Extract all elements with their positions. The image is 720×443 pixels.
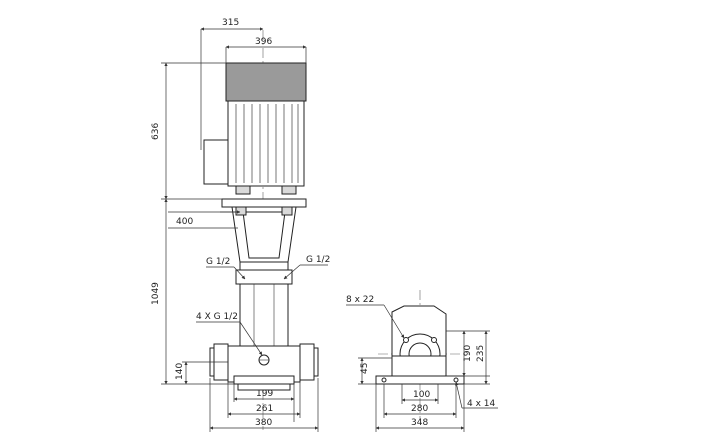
foot-hole-right <box>453 377 459 383</box>
front-view: 315 396 636 400 1049 140 G 1/2 G 1/2 <box>151 18 330 432</box>
dim-235: 235 <box>476 345 486 362</box>
side-base-plate <box>375 375 465 385</box>
dim-400: 400 <box>176 217 193 227</box>
pump-sleeve <box>239 283 289 347</box>
note-g-right: G 1/2 <box>306 255 330 265</box>
motor-lug-right <box>281 185 297 195</box>
motor-lug-left <box>235 185 251 195</box>
motor-flange <box>221 198 307 208</box>
outlet-flange-face <box>313 347 319 377</box>
motor-fan-cover <box>225 62 307 102</box>
note-g-left: G 1/2 <box>206 257 230 267</box>
dim-100: 100 <box>413 390 430 400</box>
pump-head <box>235 269 293 285</box>
terminal-box <box>203 139 231 185</box>
outlet-flange <box>299 343 315 381</box>
dim-396: 396 <box>255 37 272 47</box>
motor-body <box>227 100 305 187</box>
motor-stool <box>231 206 297 271</box>
base-foot <box>237 383 291 391</box>
side-base <box>391 355 447 377</box>
dim-1049: 1049 <box>151 282 161 305</box>
side-view: 8 x 22 190 235 45 100 280 348 4 <box>346 290 498 432</box>
note-drain: 4 X G 1/2 <box>196 312 238 322</box>
dim-315: 315 <box>222 18 239 28</box>
dim-199: 199 <box>256 389 273 399</box>
note-8x22: 8 x 22 <box>346 295 374 305</box>
bolt-hole-1 <box>403 337 409 343</box>
dim-380: 380 <box>255 418 272 428</box>
dim-140: 140 <box>175 363 185 380</box>
base-plate <box>233 375 295 385</box>
dim-45: 45 <box>360 363 370 374</box>
dim-636: 636 <box>151 123 161 140</box>
dim-190: 190 <box>463 345 473 362</box>
dim-261: 261 <box>256 404 273 414</box>
dim-280: 280 <box>411 404 428 414</box>
note-4x14: 4 x 14 <box>467 399 496 409</box>
bolt-hole-2 <box>431 337 437 343</box>
dim-348: 348 <box>411 418 428 428</box>
foot-hole-left <box>381 377 387 383</box>
